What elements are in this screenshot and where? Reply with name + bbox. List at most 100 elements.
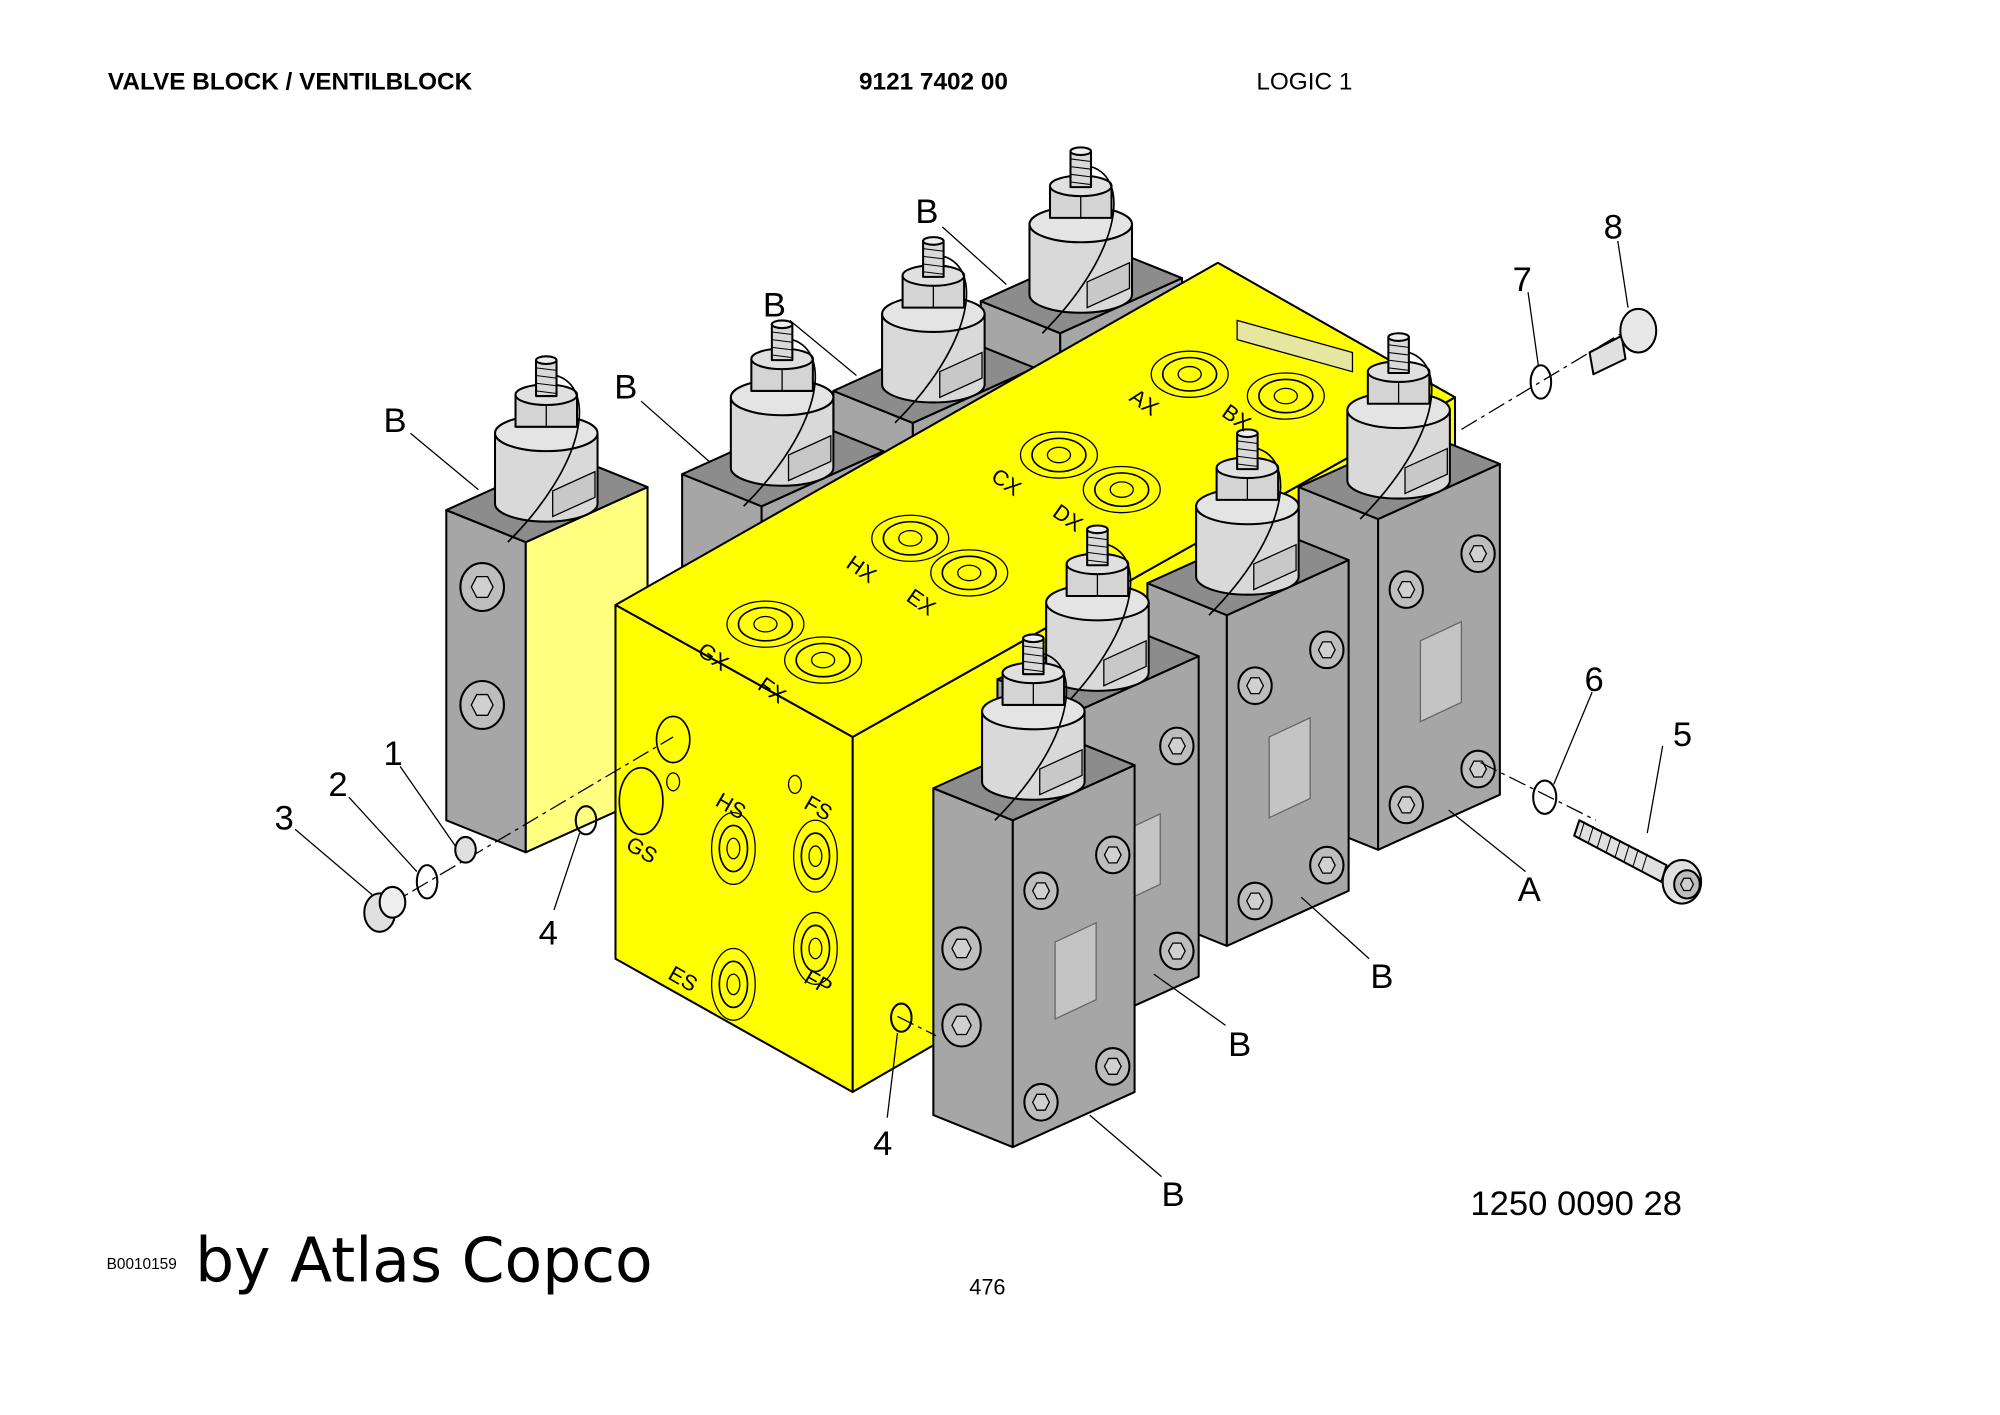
stem-thread (1087, 544, 1108, 548)
hex-socket-icon (1167, 737, 1186, 755)
stem-thread (771, 339, 793, 343)
leader-line (1646, 745, 1664, 834)
leader-line (1089, 1114, 1162, 1178)
port-ring (618, 766, 664, 836)
port-ring (793, 911, 838, 985)
stem-thread (1388, 344, 1409, 348)
callout-4: 4 (873, 1125, 892, 1163)
callout-b: B (614, 369, 637, 407)
port-ring (871, 514, 950, 563)
leader-lines (294, 226, 1664, 1178)
seal-wire (894, 255, 968, 424)
port-ring-inner (1094, 472, 1150, 508)
cap-flat (1253, 543, 1297, 591)
port-ring (726, 600, 805, 648)
washer-part-7 (1529, 364, 1553, 400)
port-ring (710, 947, 756, 1021)
stem-thread (1388, 367, 1409, 371)
exploded-parts (363, 307, 1703, 1037)
stem-thread (923, 248, 944, 252)
screw-thread (1614, 839, 1621, 857)
stem-thread (1388, 359, 1409, 364)
washer-part-2 (415, 864, 439, 900)
cap-screw-part-5 (1573, 819, 1668, 883)
stem-top (1069, 146, 1093, 157)
port-ring-inner (882, 520, 939, 556)
hex-socket-icon (1103, 846, 1122, 864)
stem-thread (771, 331, 793, 336)
callout-5: 5 (1673, 716, 1692, 754)
stem-thread (1087, 536, 1108, 541)
port-hole (808, 845, 823, 868)
port-ring-inner (737, 606, 794, 642)
hex-socket-icon (1031, 882, 1051, 900)
port-ring-inner (941, 555, 997, 591)
port-ring-inner (718, 960, 749, 1009)
callout-b: B (915, 193, 938, 231)
hex-socket-icon (1469, 760, 1488, 778)
port-hole (666, 772, 681, 792)
callout-b: B (384, 402, 407, 440)
cap-flat (1404, 447, 1448, 495)
hex-socket-icon (951, 938, 972, 959)
stem-thread (1388, 351, 1409, 356)
page-number: 476 (969, 1275, 1005, 1300)
port-hole (808, 937, 823, 960)
port-hole (810, 651, 836, 669)
hex-socket-icon (1167, 942, 1186, 960)
cap-flat (1039, 748, 1083, 796)
leader-line (410, 432, 479, 491)
stem-thread (923, 255, 944, 260)
port-hole (957, 564, 982, 582)
watermark: by Atlas Copco (195, 1225, 653, 1297)
axis-line (384, 736, 674, 908)
port-ring-inner (1161, 356, 1218, 392)
callout-b: B (1161, 1176, 1184, 1214)
callout-4: 4 (539, 915, 558, 953)
hex-socket-icon (1317, 641, 1336, 659)
hex-socket-icon (1397, 581, 1416, 599)
stem-top (1022, 633, 1045, 644)
stem-thread (1237, 448, 1258, 452)
seal-wire (994, 652, 1068, 821)
seal-wire (743, 338, 817, 507)
axis-line (897, 1015, 937, 1037)
leader-line (1153, 973, 1226, 1026)
leader-line (1527, 292, 1539, 366)
stem-top (1236, 428, 1259, 439)
plug-part-8-body (1588, 334, 1627, 376)
hex-socket-icon (1246, 892, 1265, 910)
callout-b: B (1370, 958, 1393, 996)
port-ring-inner (800, 832, 831, 881)
plug-part-8-head (1619, 307, 1658, 354)
stem-thread (1237, 440, 1258, 444)
seal-wire (1058, 543, 1132, 712)
reference-number: 1250 0090 28 (1470, 1185, 1682, 1223)
o-ring-part-4 (890, 1002, 913, 1033)
stem-thread (1070, 166, 1092, 170)
hex-socket-icon (1317, 856, 1336, 874)
port-hole (726, 837, 741, 860)
stem-thread (1070, 181, 1092, 186)
cap-flat (552, 470, 596, 518)
stem-thread (535, 382, 557, 387)
cap-flat (939, 351, 983, 399)
screw-thread (1632, 849, 1639, 867)
port-ring-inner (718, 824, 749, 873)
leader-line (1617, 240, 1629, 308)
plug-part-3-face (378, 885, 407, 919)
port-hole (1177, 365, 1202, 383)
stem-thread (1023, 653, 1044, 657)
part-number: 9121 7402 00 (859, 69, 1008, 96)
leader-line (789, 319, 857, 377)
hex-socket-icon (1679, 877, 1695, 892)
seal-wire (1359, 351, 1433, 520)
port-hole (898, 529, 923, 547)
cap-flat (1086, 261, 1131, 309)
stem-thread (1023, 645, 1044, 650)
valve-front-face (932, 787, 1014, 1149)
valve-nameplate (1419, 620, 1463, 723)
stem-thread (1087, 551, 1108, 556)
hex-socket-icon (470, 576, 494, 599)
